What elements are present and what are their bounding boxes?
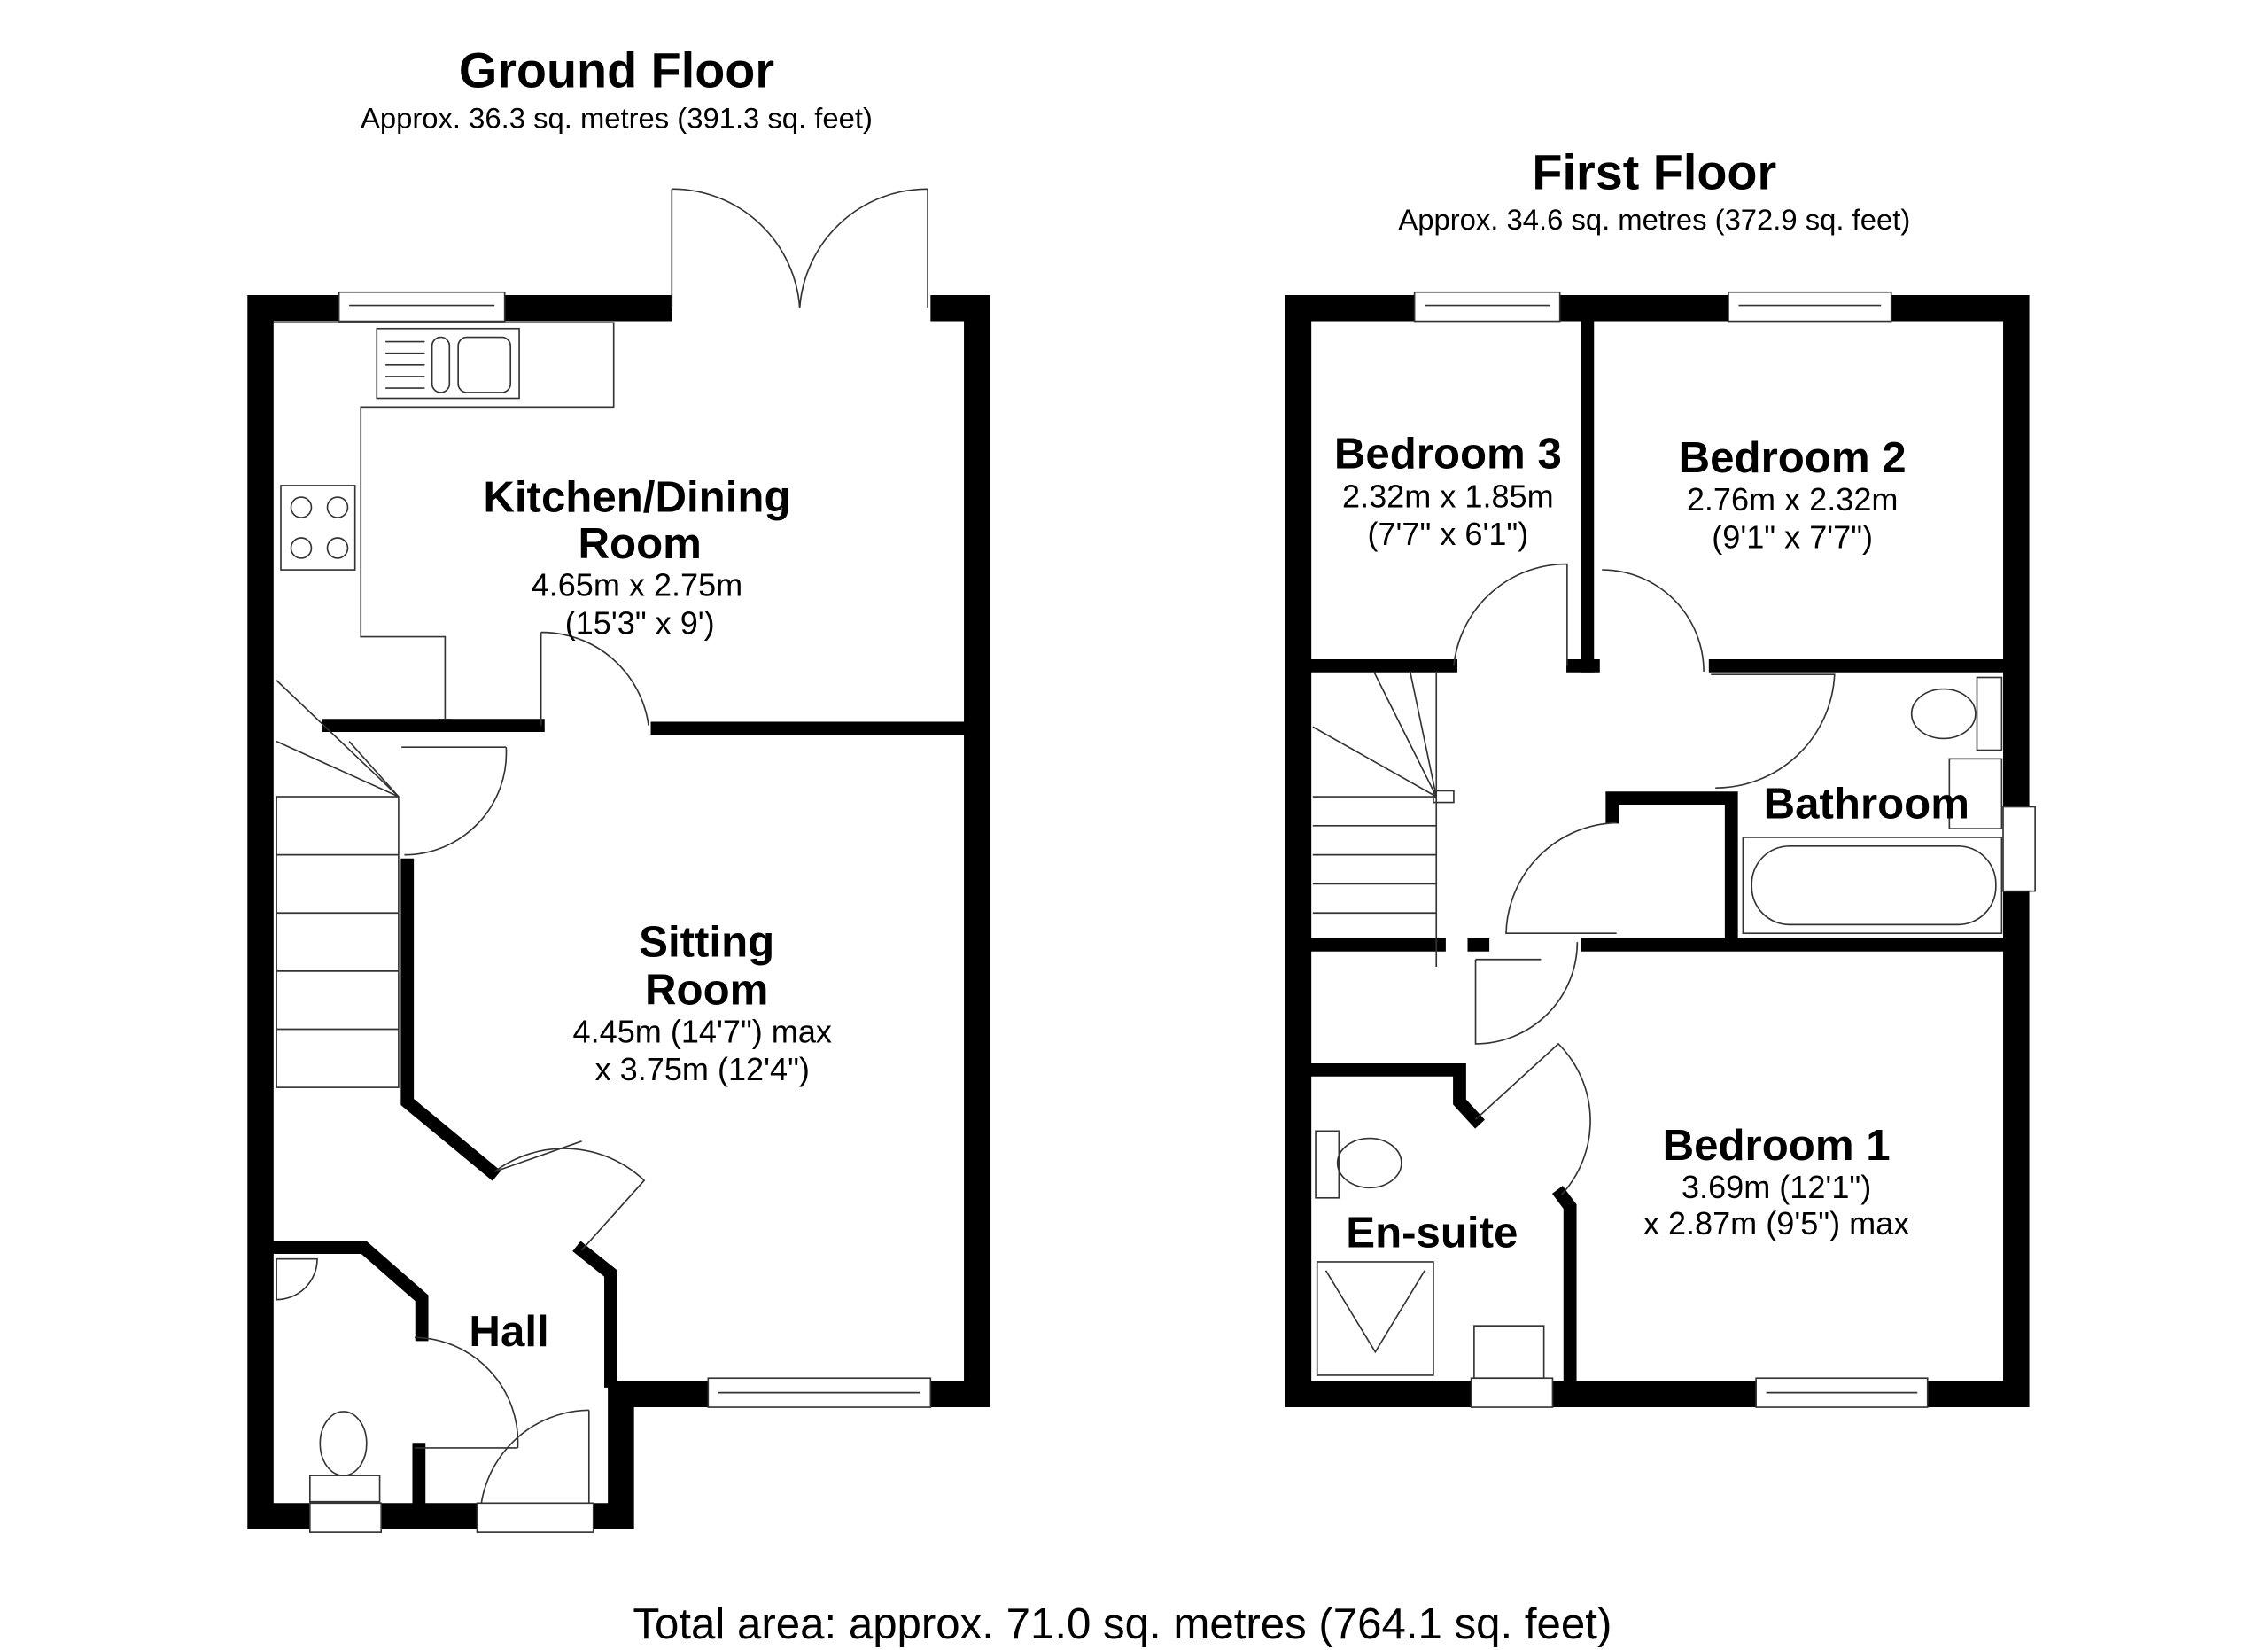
wall [1551,1186,1577,1388]
window [1470,1377,1554,1408]
room-name: Bedroom 1 [1663,1121,1891,1170]
room-dimensions: x 2.87m (9'5") max [1643,1205,1909,1241]
wall [1306,1063,1485,1129]
room-dimensions: (7'7" x 6'1") [1367,516,1528,552]
wall [1877,295,2030,1408]
first-floor-area: Approx. 34.6 sq. metres (372.9 sq. feet) [1398,203,1910,236]
door [1474,1042,1591,1196]
toilet-icon [1336,1137,1402,1189]
wall [572,1241,617,1388]
room-dimensions: 2.76m x 2.32m [1687,481,1899,518]
wall [269,1241,429,1342]
door [1474,942,1579,1045]
total-area: Total area: approx. 71.0 sq. metres (764… [633,1599,1612,1648]
door [493,1140,646,1251]
room-name: Bathroom [1764,780,1969,829]
first-floor-plan [1285,291,2036,1408]
bathroom-fittings [1742,676,2003,935]
basin-icon [276,1257,318,1301]
first-floor-title: First Floor [1532,144,1776,199]
room-name: Hall [469,1307,548,1356]
basin-icon [1473,1325,1545,1380]
room-name: Room [645,966,768,1015]
basin-icon [1948,758,2003,829]
door [1602,569,1705,672]
window [1728,291,1892,323]
wall [247,295,353,1529]
front-door [476,1409,594,1533]
wall [1285,295,1485,1408]
ground-floor-area: Approx. 36.3 sq. metres (391.3 sq. feet) [361,101,873,134]
toilet-icon [319,1411,368,1476]
window [1413,291,1561,323]
window [2002,806,2036,892]
toilet-icon [1910,688,1977,740]
room-dimensions: 2.32m x 1.85m [1342,479,1554,515]
sink-icon [376,327,520,400]
room-dimensions: (15'3" x 9') [565,604,715,641]
staircase [276,680,400,1088]
door [414,1336,519,1449]
window [338,291,506,323]
staircase [1312,671,1455,967]
window [309,1502,383,1533]
room-dimensions: (9'1" x 7'7") [1712,518,1873,555]
room-dimensions: 4.65m x 2.75m [532,567,743,603]
wall [917,295,990,1408]
room-name: Sitting [639,917,774,966]
room-name: En-suite [1346,1209,1518,1257]
bath-icon [1751,844,1997,926]
door [1711,673,1836,789]
wall [579,1381,722,1529]
door [401,746,508,856]
door [1453,563,1568,666]
door [1505,821,1617,935]
room-dimensions: 3.69m (12'1") [1682,1169,1871,1205]
room-name: Bedroom 2 [1679,433,1907,482]
wall [400,858,501,1181]
room-dimensions: x 3.75m (12'4") [595,1051,810,1087]
room-name: Kitchen/Dining [483,472,790,521]
ground-floor-plan [247,188,990,1533]
wc-fittings [276,1257,381,1503]
room-dimensions: 4.45m (14'7") max [573,1013,832,1049]
kitchen-worktop [273,322,615,720]
shower-icon [1316,1261,1434,1376]
hob-icon [280,485,356,571]
room-name: Bedroom 3 [1334,429,1562,478]
french-doors [671,188,928,308]
ensuite-fittings [1315,1130,1545,1380]
room-name: Room [579,519,702,568]
ground-floor-title: Ground Floor [459,43,774,97]
wall [1605,791,1738,945]
door [540,631,649,726]
